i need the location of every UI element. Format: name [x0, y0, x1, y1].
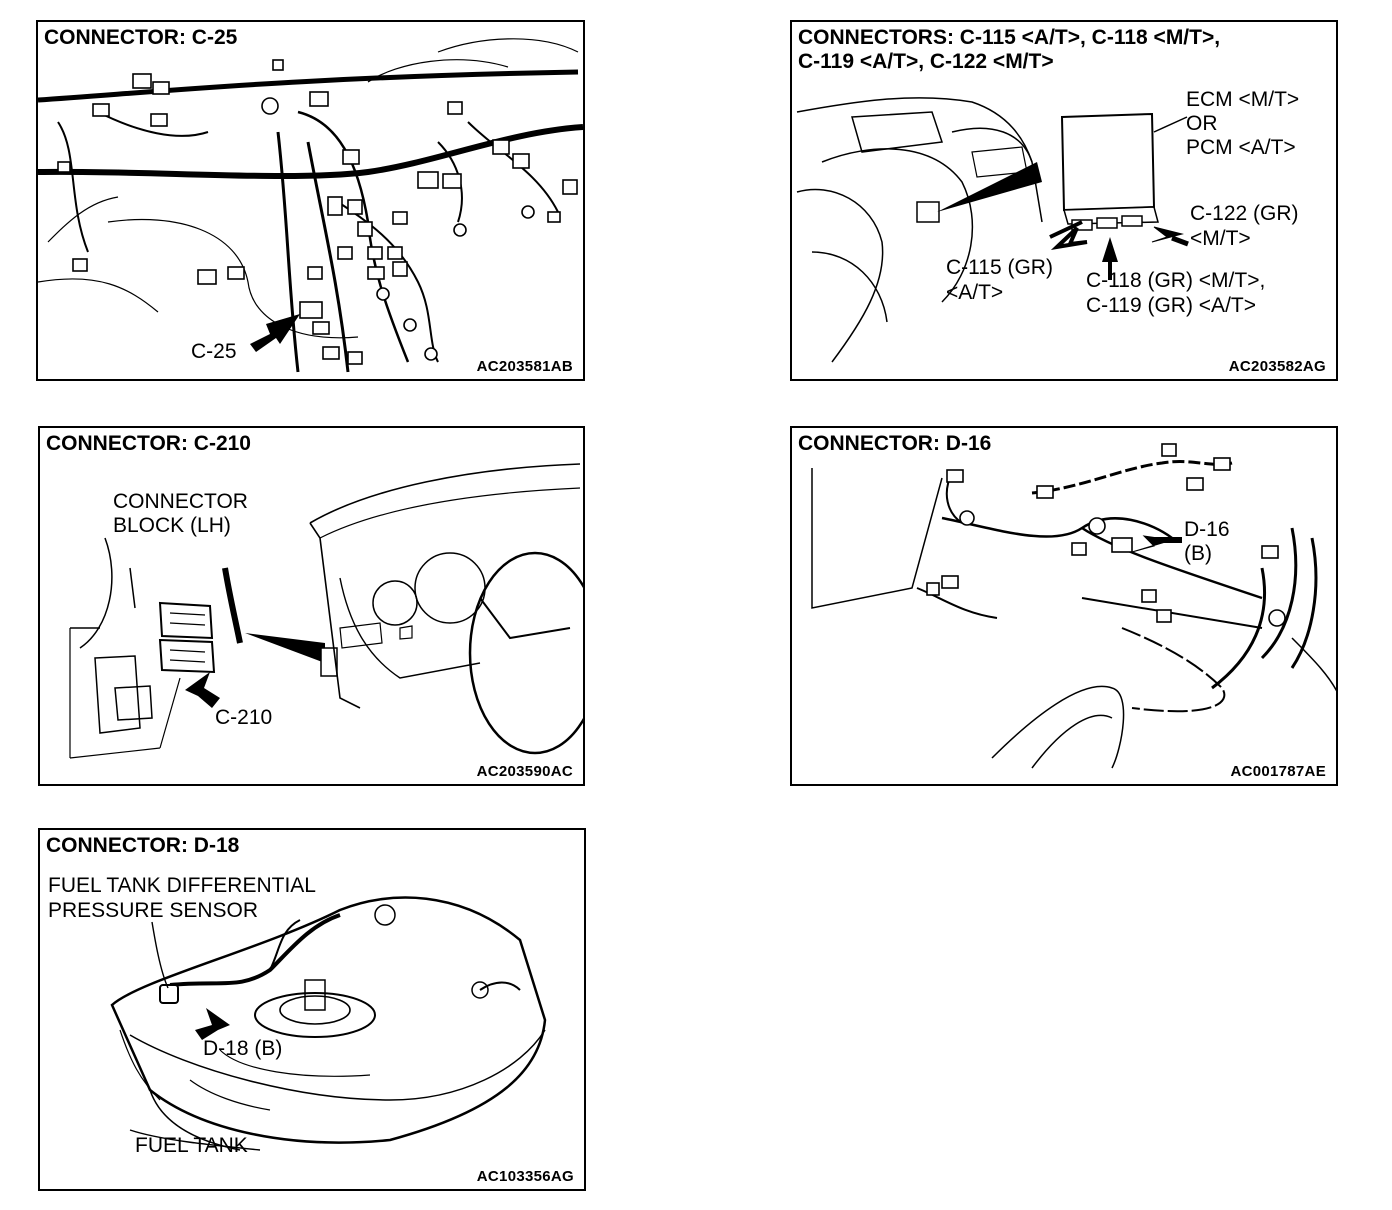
c25-label: C-25	[191, 340, 237, 363]
panel-title: CONNECTOR: D-16	[798, 432, 992, 455]
panel-title-line-1: CONNECTORS: C-115 <A/T>, C-118 <M/T>,	[798, 26, 1221, 49]
c25-harness-illustration	[38, 38, 583, 373]
panel-connector-d18: CONNECTOR: D-18 FUEL TANK DIFFERENTIAL P…	[38, 828, 586, 1191]
c122-label-line-1: C-122 (GR)	[1190, 202, 1299, 225]
c115-label-line-2: <A/T>	[946, 281, 1004, 304]
ecm-label-line-2: OR	[1186, 112, 1218, 135]
d16-label-line-1: D-16	[1184, 518, 1230, 541]
d16-label-line-2: (B)	[1184, 542, 1212, 565]
ecm-pcm-illustration	[796, 97, 1189, 363]
figure-code: AC203582AG	[1228, 358, 1326, 375]
c118-label-line-2: C-119 (GR) <A/T>	[1086, 294, 1256, 317]
c122-label-line-2: <M/T>	[1190, 227, 1251, 250]
panel-title: CONNECTOR: C-210	[46, 432, 251, 455]
ecm-label-line-1: ECM <M/T>	[1186, 88, 1300, 111]
c210-label: C-210	[215, 706, 273, 729]
c118-label-line-1: C-118 (GR) <M/T>,	[1086, 269, 1266, 292]
d16-harness-illustration	[811, 443, 1336, 769]
figure-code: AC203590AC	[476, 763, 573, 780]
panel-connectors-c115-c122: CONNECTORS: C-115 <A/T>, C-118 <M/T>, C-…	[790, 20, 1338, 381]
c115-label-line-1: C-115 (GR)	[946, 256, 1053, 279]
panel-connector-c25: CONNECTOR: C-25 C-25 AC203581AB	[36, 20, 585, 381]
sensor-label-line-1: FUEL TANK DIFFERENTIAL	[48, 874, 316, 897]
figure-code: AC001787AE	[1230, 763, 1326, 780]
connector-block-label-line-1: CONNECTOR	[113, 490, 248, 513]
panel-title: CONNECTOR: D-18	[46, 834, 240, 857]
c210-connector-block-illustration	[69, 463, 583, 759]
sensor-label-line-2: PRESSURE SENSOR	[48, 899, 259, 922]
figure-code: AC203581AB	[476, 358, 573, 375]
panel-title: CONNECTOR: C-25	[44, 26, 238, 49]
connector-block-label-line-2: BLOCK (LH)	[113, 514, 231, 537]
d18-label: D-18 (B)	[203, 1037, 283, 1060]
panel-title-line-2: C-119 <A/T>, C-122 <M/T>	[798, 50, 1054, 73]
fuel-tank-label: FUEL TANK	[135, 1134, 248, 1157]
fuel-tank-illustration	[110, 896, 547, 1151]
panel-connector-d16: CONNECTOR: D-16 D-16 (B) AC001787AE	[790, 426, 1338, 786]
panel-connector-c210: CONNECTOR: C-210 CONNECTOR BLOCK (LH) C-…	[38, 426, 585, 786]
figure-code: AC103356AG	[476, 1168, 574, 1185]
ecm-label-line-3: PCM <A/T>	[1186, 136, 1296, 159]
